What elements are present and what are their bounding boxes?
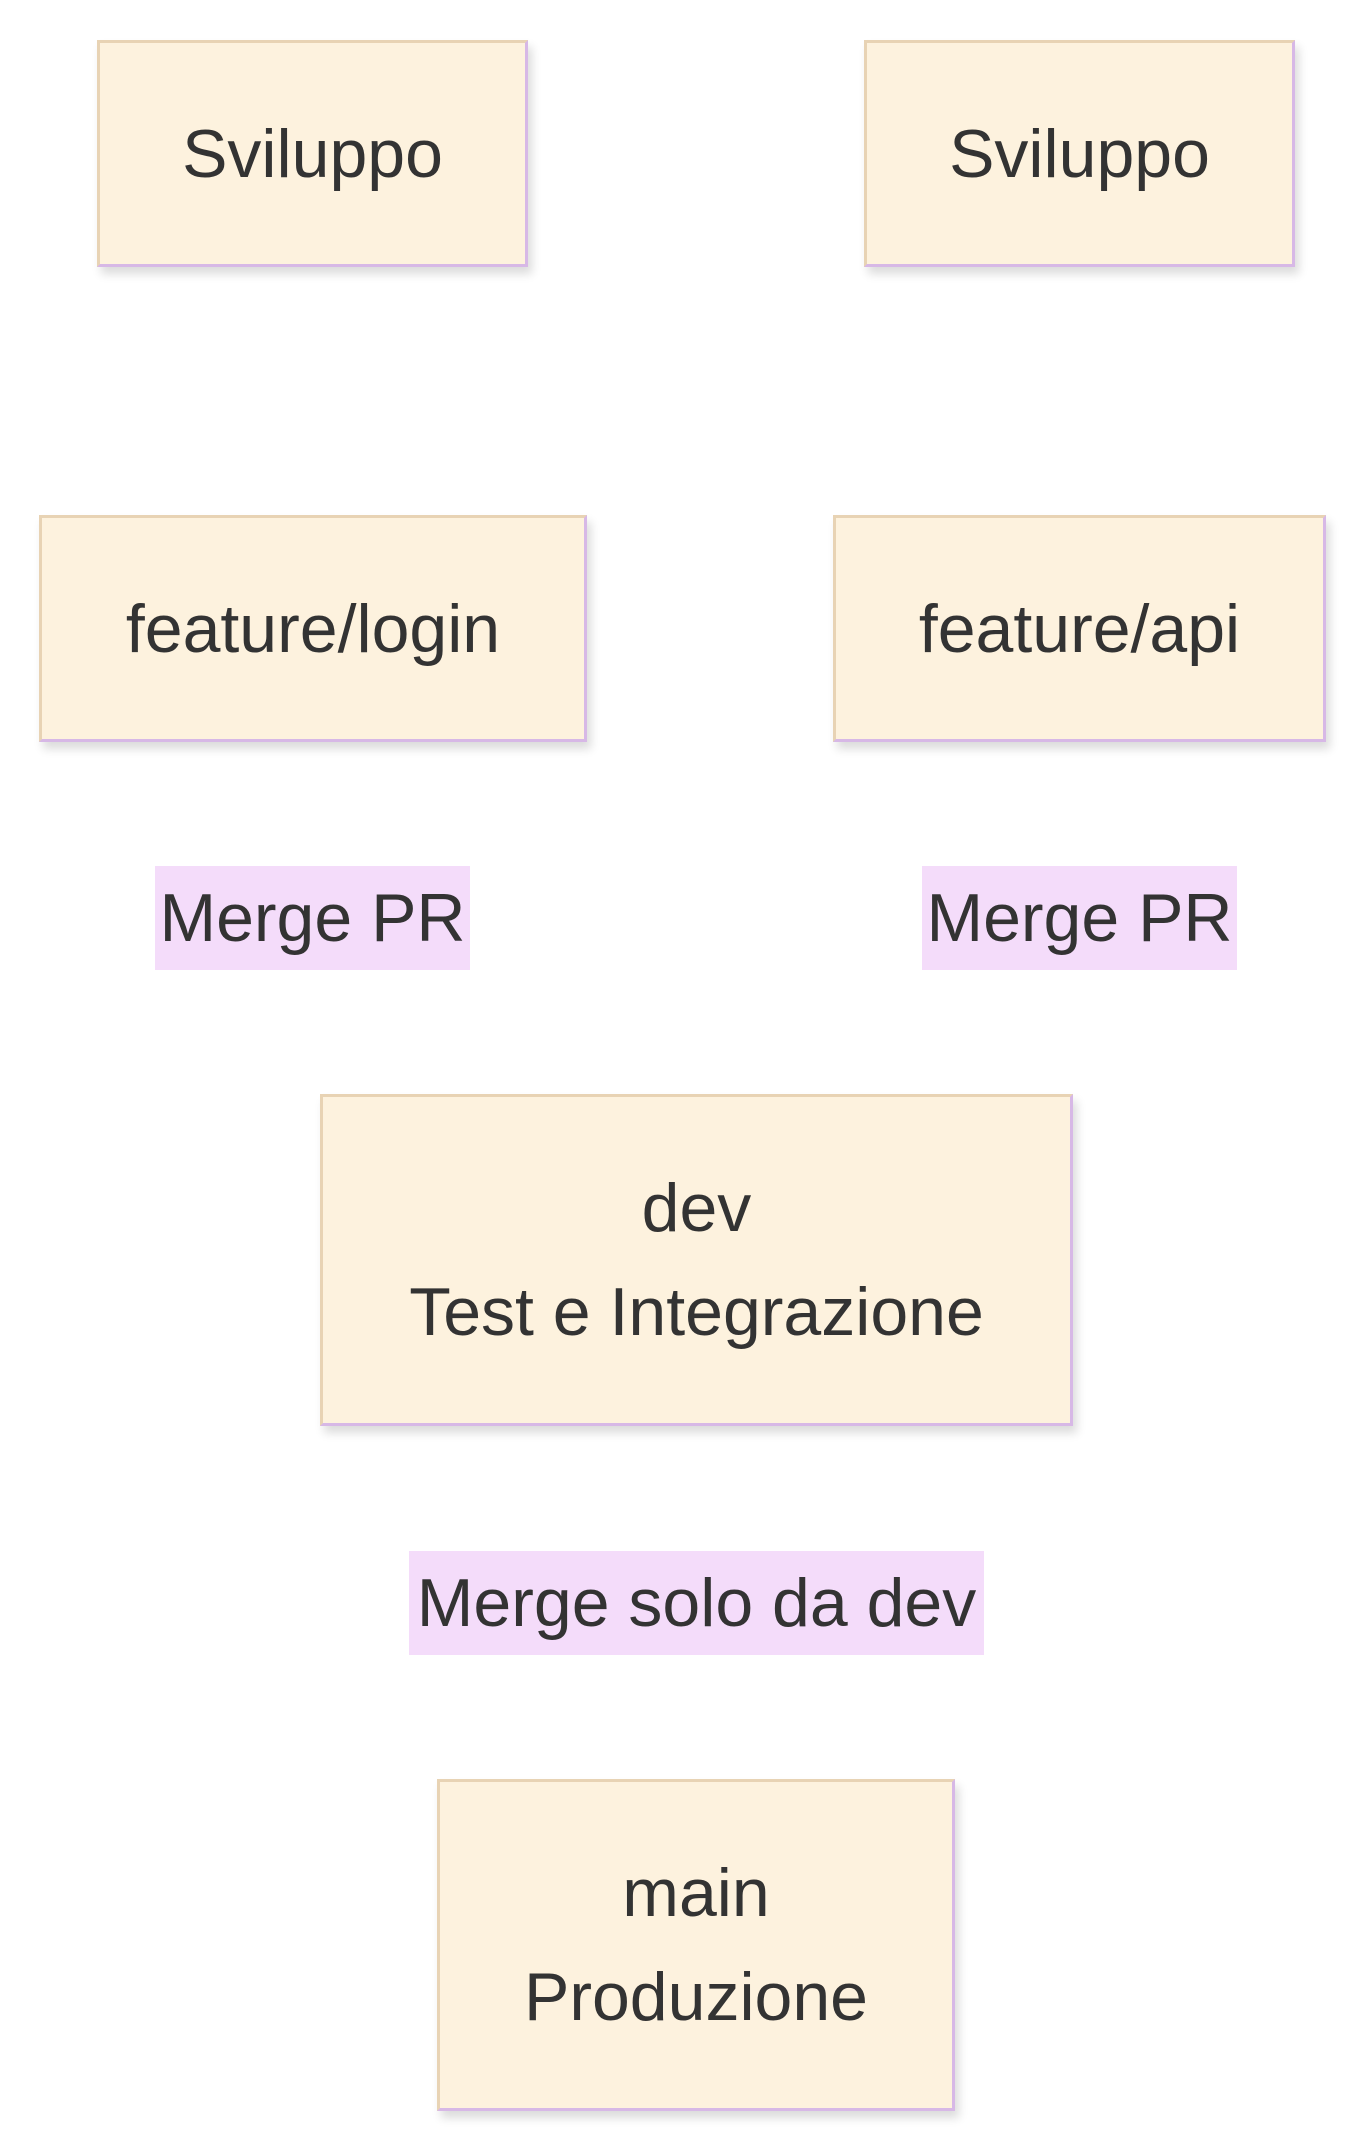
dev-node: dev Test e Integrazione xyxy=(320,1094,1073,1426)
sviluppo-node-right: Sviluppo xyxy=(864,40,1295,267)
feature-api-label: feature/api xyxy=(918,590,1241,667)
merge-pr-label-api: Merge PR xyxy=(922,866,1237,970)
dev-description-label: Test e Integrazione xyxy=(409,1274,984,1350)
sviluppo-label-left: Sviluppo xyxy=(182,115,443,192)
sviluppo-node-left: Sviluppo xyxy=(97,40,528,267)
feature-login-node: feature/login xyxy=(39,515,587,742)
merge-pr-label-login: Merge PR xyxy=(155,866,470,970)
sviluppo-label-right: Sviluppo xyxy=(949,115,1210,192)
main-node: main Produzione xyxy=(437,1779,955,2111)
main-description-label: Produzione xyxy=(523,1959,869,2035)
dev-branch-label: dev xyxy=(641,1170,752,1246)
feature-login-label: feature/login xyxy=(125,590,501,667)
feature-api-node: feature/api xyxy=(833,515,1326,742)
merge-solo-da-dev-label: Merge solo da dev xyxy=(409,1551,984,1655)
main-branch-label: main xyxy=(622,1855,770,1931)
